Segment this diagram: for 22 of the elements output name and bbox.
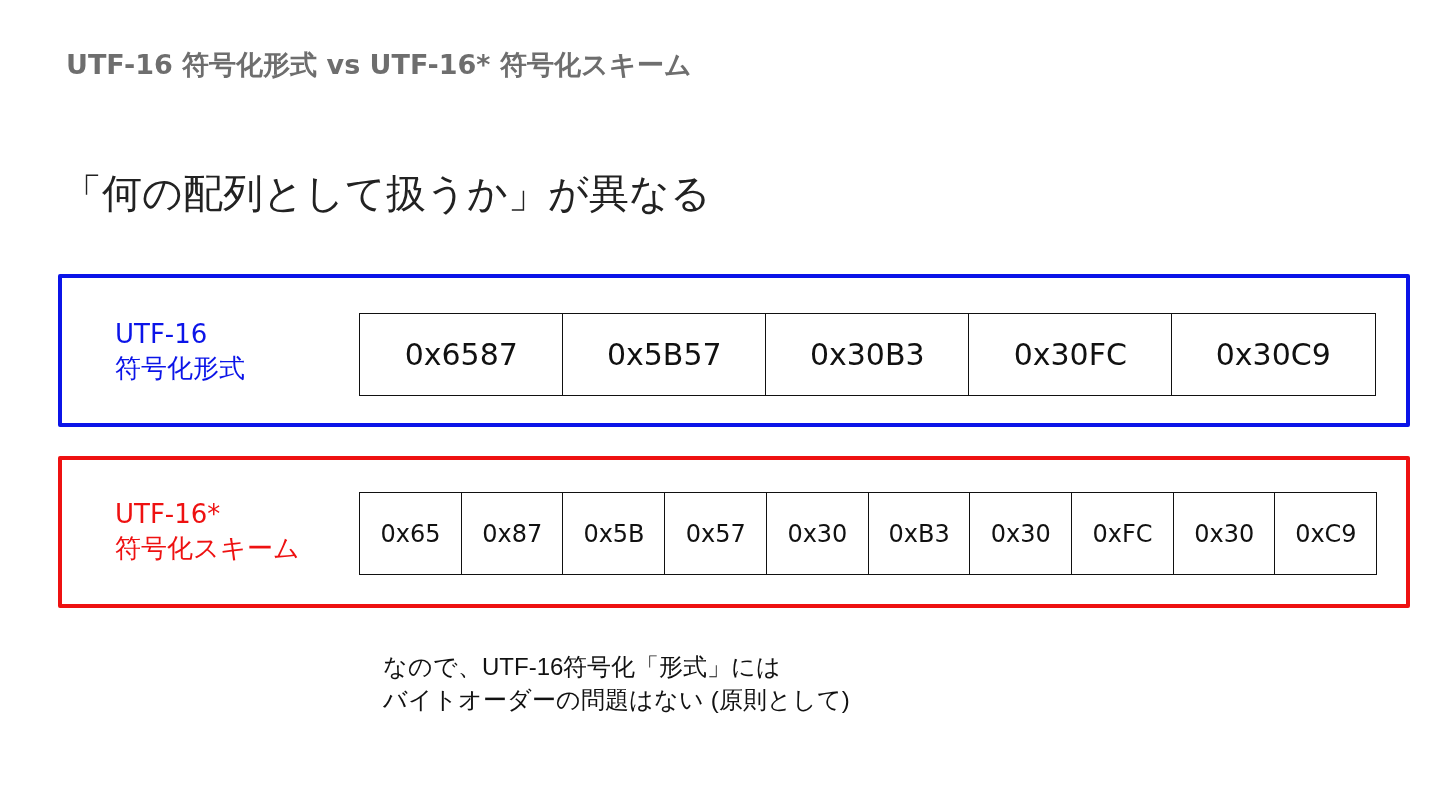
byte-cell: 0xFC <box>1070 492 1175 575</box>
byte-cell: 0x30 <box>1172 492 1276 575</box>
encoding-form-panel <box>58 274 1410 427</box>
byte-cell: 0x65 <box>359 492 463 575</box>
slide-heading: 「何の配列として扱うか」が異なる <box>62 169 711 218</box>
code-unit-cell: 0x30C9 <box>1171 313 1376 396</box>
code-unit-cell: 0x30FC <box>968 313 1173 396</box>
byte-cell: 0x30 <box>969 492 1073 575</box>
slide-title: UTF-16 符号化形式 vs UTF-16* 符号化スキーム <box>66 48 692 82</box>
code-unit-cell: 0x5B57 <box>562 313 767 396</box>
panel-label: UTF-16 符号化形式 <box>115 318 246 385</box>
byte-cell: 0x87 <box>460 492 564 575</box>
encoding-scheme-panel <box>58 456 1410 608</box>
code-unit-cell: 0x6587 <box>359 313 564 396</box>
byte-cell: 0x57 <box>664 492 768 575</box>
byte-cell: 0xC9 <box>1274 492 1378 575</box>
note-text: なので、UTF-16符号化「形式」にはバイトオーダーの問題はない (原則として) <box>383 652 851 715</box>
byte-cell: 0x30 <box>765 492 869 575</box>
byte-cell: 0xB3 <box>867 492 971 575</box>
code-unit-cell: 0x30B3 <box>765 313 970 396</box>
panel-label: UTF-16* 符号化スキーム <box>115 498 301 565</box>
byte-cell: 0x5B <box>562 492 666 575</box>
